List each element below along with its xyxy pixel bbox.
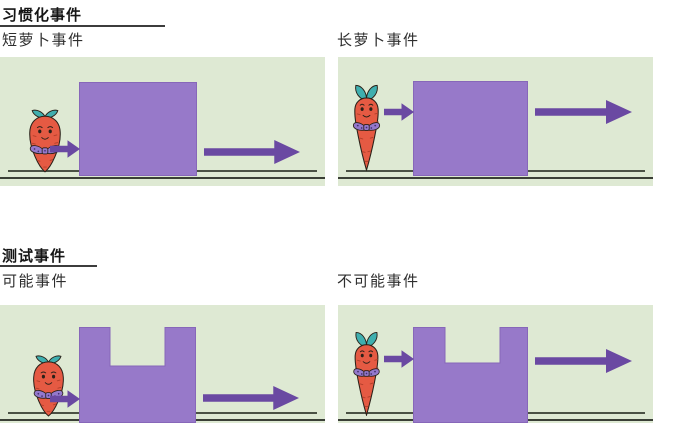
panel-label-possible-event: 可能事件 [2,274,69,290]
panel-bottom-line [338,177,653,179]
heading-underline [0,25,165,27]
occluder-screen [79,82,197,176]
motion-arrow-icon [535,348,632,374]
occluder-screen-with-window [79,327,196,423]
motion-arrow-icon [50,389,80,409]
heading-underline [0,265,97,267]
motion-arrow-icon [384,102,414,122]
motion-arrow-icon [384,349,414,369]
panel-label-short-carrot-event: 短萝卜事件 [2,33,85,49]
panel-label-impossible-event: 不可能事件 [337,274,420,290]
section-heading-habituation: 习惯化事件 [2,7,83,24]
motion-arrow-icon [535,99,632,125]
section-heading-test: 测试事件 [2,248,67,265]
panel-test-impossible [338,305,653,423]
panel-habituation-tall-carrot [338,57,653,186]
tall-carrot-character [351,83,382,172]
panel-test-possible [0,305,325,423]
panel-bottom-line [0,177,325,179]
occluder-screen-with-window [413,327,528,423]
panel-habituation-short-carrot [0,57,325,186]
motion-arrow-icon [50,139,80,159]
panel-label-long-carrot-event: 长萝卜事件 [337,33,420,49]
tall-carrot-character [351,331,382,416]
occluder-screen [413,81,528,176]
motion-arrow-icon [204,139,300,165]
motion-arrow-icon [203,385,299,411]
